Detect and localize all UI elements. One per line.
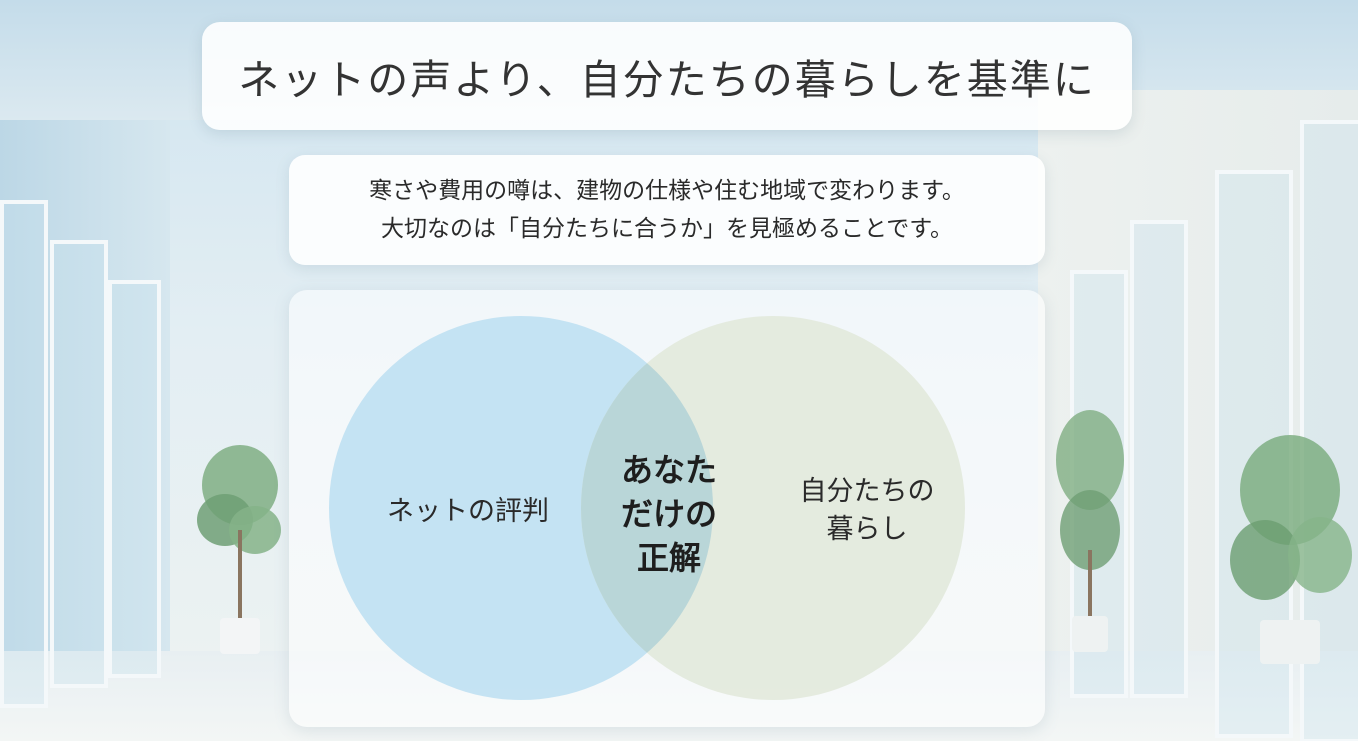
left-window xyxy=(108,280,161,678)
plant-left xyxy=(197,445,281,654)
description-line-1: 寒さや費用の噂は、建物の仕様や住む地域で変わります。 xyxy=(369,178,965,204)
venn-diagram-card: ネットの評判 自分たちの 暮らし あなた だけの 正解 xyxy=(289,290,1045,727)
plant-far-right xyxy=(1230,435,1352,664)
venn-label-center-line3: 正解 xyxy=(636,539,701,577)
left-wall xyxy=(0,120,170,680)
venn-label-center-line2: だけの xyxy=(620,495,717,533)
plant-right xyxy=(1056,410,1124,652)
left-window xyxy=(0,200,48,708)
venn-label-center: あなた だけの 正解 xyxy=(599,448,739,580)
description-line-2: 大切なのは「自分たちに合うか」を見極めることです。 xyxy=(380,216,953,242)
venn-label-left: ネットの評判 xyxy=(387,496,549,527)
venn-label-center-line1: あなた xyxy=(620,451,717,489)
description-card: 寒さや費用の噂は、建物の仕様や住む地域で変わります。 大切なのは「自分たちに合う… xyxy=(289,155,1045,265)
left-window xyxy=(50,240,108,688)
venn-label-right-line1: 自分たちの xyxy=(799,476,935,507)
right-window xyxy=(1130,220,1188,698)
venn-diagram xyxy=(329,316,965,700)
venn-overlap xyxy=(581,316,713,700)
title-card: ネットの声より、自分たちの暮らしを基準に xyxy=(202,22,1132,130)
page-title: ネットの声より、自分たちの暮らしを基準に xyxy=(238,56,1096,104)
venn-label-right-line2: 暮らし xyxy=(826,514,908,545)
venn-label-right: 自分たちの 暮らし xyxy=(767,473,967,549)
